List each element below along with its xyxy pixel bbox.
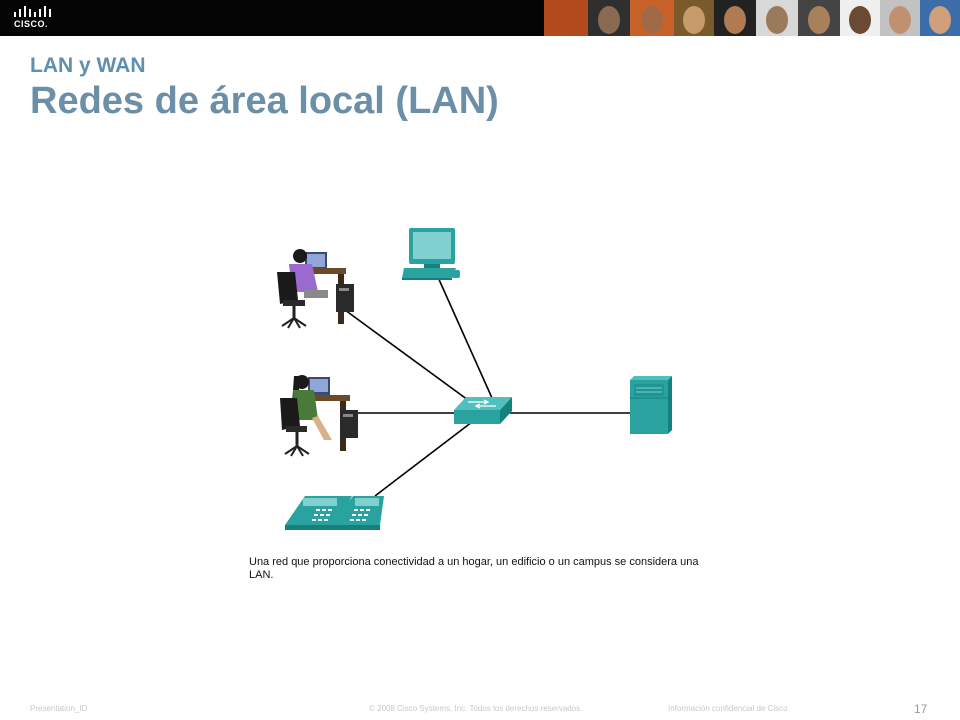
header-photo xyxy=(920,0,960,36)
desktop-pc-icon xyxy=(402,228,460,280)
user-workstation-icon xyxy=(277,249,354,329)
header-photo xyxy=(630,0,674,36)
slide-subtitle: LAN y WAN xyxy=(30,54,146,77)
logo-text: CISCO. xyxy=(14,19,49,29)
header-photo xyxy=(798,0,840,36)
server-icon xyxy=(630,376,672,434)
footer-presentation-id: Presentation_ID xyxy=(30,704,88,713)
cisco-logo: CISCO. xyxy=(12,5,56,31)
ip-phone-icon xyxy=(285,496,384,530)
footer-copyright: © 2008 Cisco Systems, Inc. Todos los der… xyxy=(369,704,583,713)
slide-title: Redes de área local (LAN) xyxy=(30,80,499,122)
network-links xyxy=(344,274,632,497)
page-number: 17 xyxy=(914,702,928,716)
header-photo xyxy=(674,0,714,36)
footer-confidential: Información confidencial de Cisco xyxy=(668,704,788,713)
photo-strip xyxy=(544,0,960,36)
switch-icon xyxy=(454,397,512,424)
lan-diagram xyxy=(277,228,672,530)
user-workstation-icon xyxy=(280,375,358,457)
header-bar: CISCO. xyxy=(0,0,960,36)
header-photo xyxy=(714,0,756,36)
slide-caption: Una red que proporciona conectividad a u… xyxy=(249,556,699,581)
header-photo xyxy=(840,0,880,36)
header-photo xyxy=(544,0,588,36)
header-photo xyxy=(588,0,630,36)
header-photo xyxy=(880,0,920,36)
header-photo xyxy=(756,0,798,36)
cisco-bridge-icon xyxy=(14,6,51,17)
